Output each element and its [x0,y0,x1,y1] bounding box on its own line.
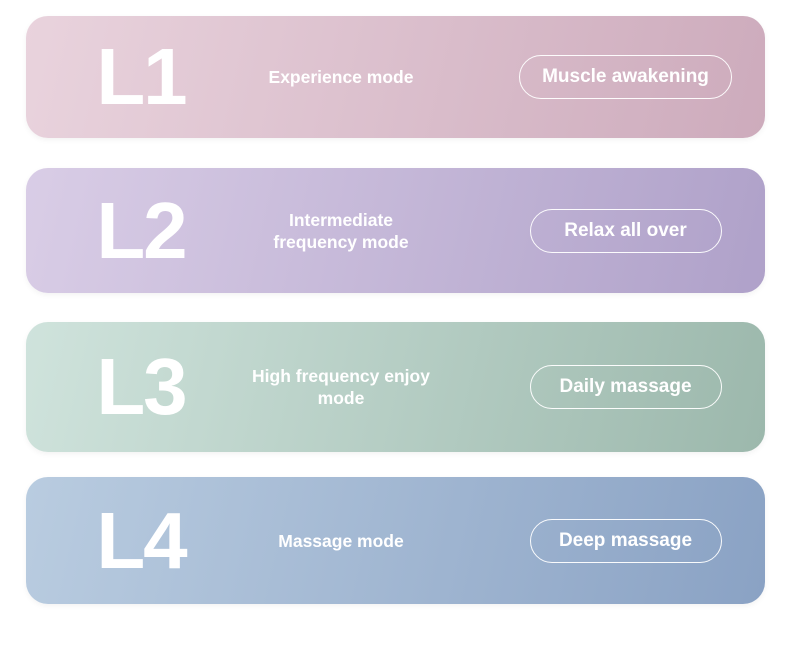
mode-text-line: mode [317,388,365,408]
mode-text-line: frequency mode [273,231,409,252]
level-label: L4 [96,495,187,585]
badge-area: Daily massage [466,365,765,409]
mode-badge: Muscle awakening [519,55,732,99]
level-label: L2 [96,185,187,275]
mode-badge: Daily massage [529,365,722,409]
mode-text-line: Intermediate [288,209,394,230]
mode-text: High frequency enjoy mode [216,365,466,409]
badge-area: Relax all over [466,208,765,253]
level-banner-l1: L1 Experience mode Muscle awakening [26,16,765,138]
mode-text-line: Experience mode [268,67,414,87]
level-banner-l2: L2 Intermediate frequency mode Relax all… [26,168,765,293]
level-label: L1 [96,32,187,121]
level-banner-l4: L4 Massage mode Deep massage [26,477,765,604]
mode-text: Massage mode [216,530,466,552]
mode-badge: Deep massage [529,518,722,563]
level-banner-l3: L3 High frequency enjoy mode Daily massa… [26,322,765,452]
mode-text: Experience mode [216,66,466,88]
badge-area: Deep massage [466,518,765,563]
mode-badge: Relax all over [529,208,722,253]
level-label: L3 [96,342,187,431]
mode-text-line: Massage mode [278,530,404,551]
mode-text-line: High frequency enjoy [252,366,430,386]
badge-area: Muscle awakening [466,55,765,99]
mode-text: Intermediate frequency mode [216,209,466,253]
